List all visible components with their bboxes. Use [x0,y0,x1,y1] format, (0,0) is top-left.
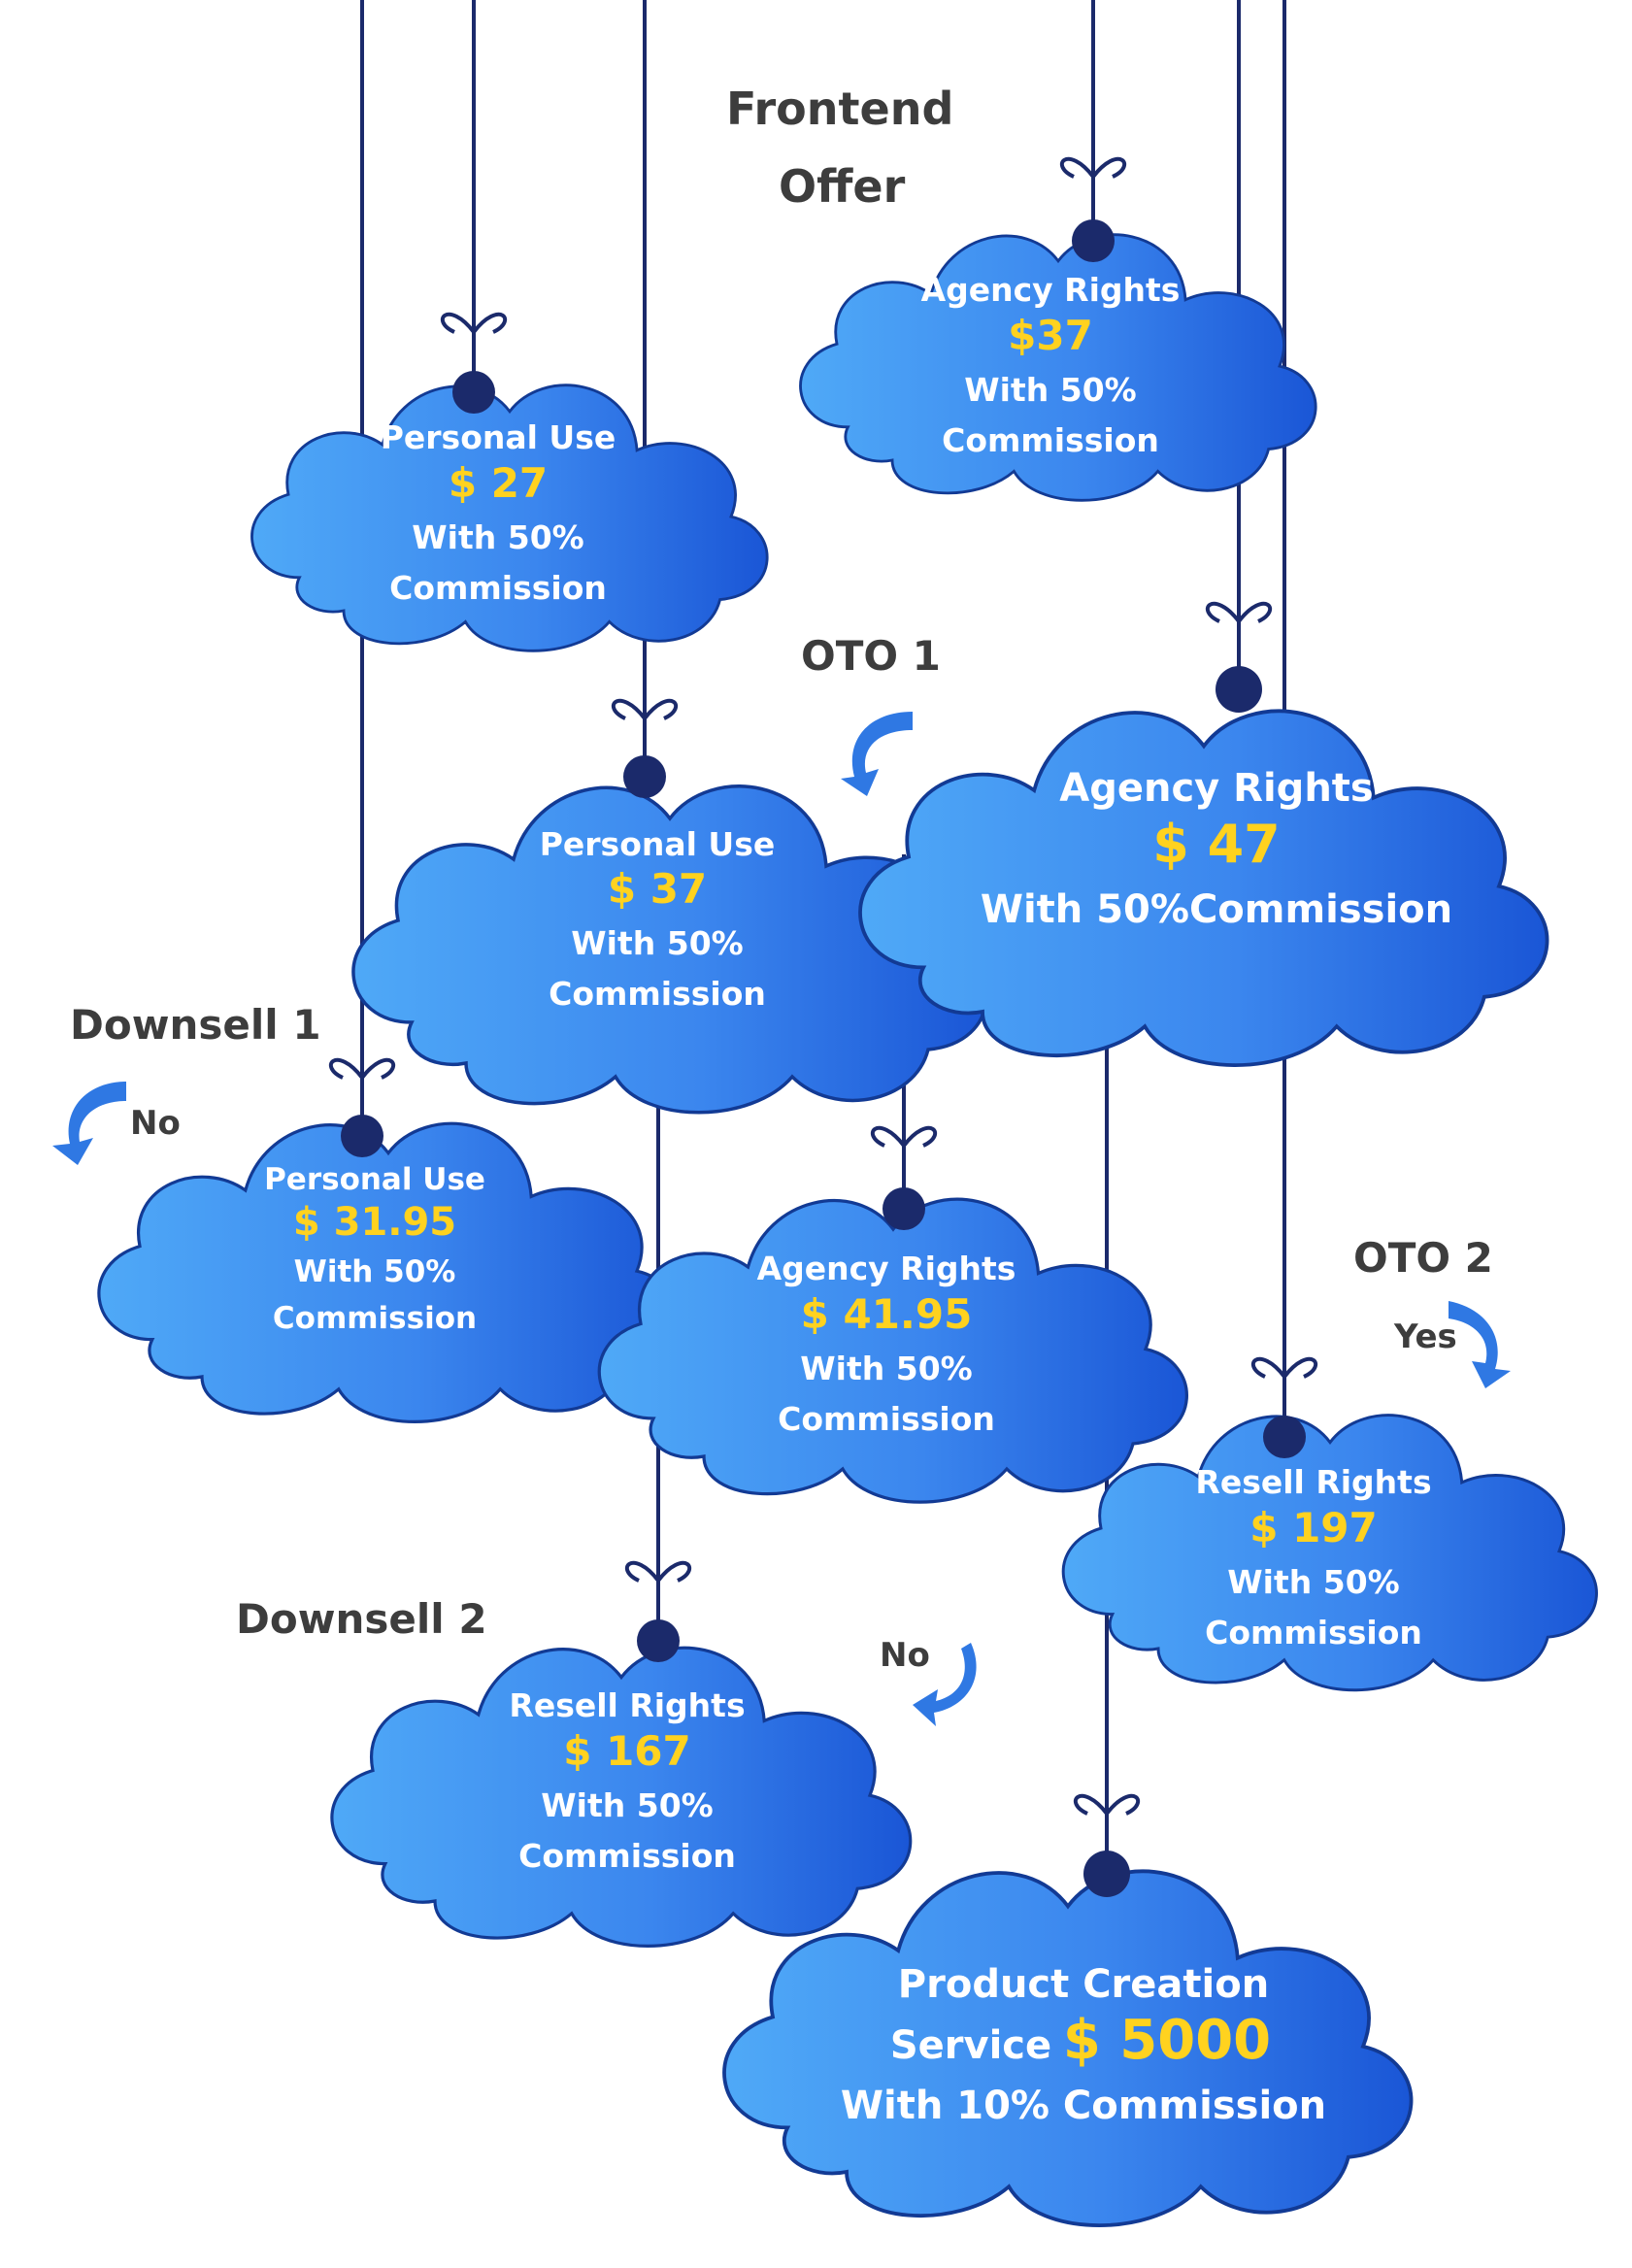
cloud-line2: Commission [273,1301,477,1336]
hook-icon [1072,219,1115,262]
label-downsell1-no: No [130,1104,181,1143]
cloud-line1: With 50% [294,1254,456,1289]
cloud-price: $ 47 [1152,814,1281,875]
label-frontend-line1: Frontend [726,83,953,135]
cloud-line1: With 10% Commission [841,2084,1326,2128]
cloud-downsell1-agency: Agency Rights $ 41.95 With 50% Commissio… [597,1125,1189,1504]
cloud-line2: Commission [389,569,607,607]
label-oto1: OTO 1 [801,632,941,680]
cloud-price: $ 197 [1249,1504,1378,1551]
cloud-price: $ 5000 [1063,2009,1271,2072]
bow-icon [1205,601,1273,623]
cloud-price: $ 27 [449,459,548,507]
cloud-line2: Commission [518,1837,736,1875]
label-oto2-yes: Yes [1393,1317,1457,1356]
cloud-line1: With 50% [571,924,743,962]
hook-icon [1263,1416,1306,1458]
cloud-line1: With 50%Commission [981,887,1452,932]
bow-icon [1073,1793,1141,1816]
cloud-frontend-personal: Personal Use $ 27 With 50% Commission [250,312,769,652]
bow-icon [1059,156,1127,179]
cloud-oto2-resell: Resell Rights $ 197 With 50% Commission [1061,1356,1599,1692]
cloud-line2: Commission [549,975,766,1013]
hook-icon [1216,666,1262,713]
label-oto2: OTO 2 [1353,1234,1493,1282]
cloud-line1: With 50% [541,1786,713,1824]
cloud-title: Resell Rights [1195,1463,1431,1501]
bow-icon [624,1560,692,1583]
cloud-title: Resell Rights [509,1686,745,1724]
label-downsell2: Downsell 2 [236,1595,487,1643]
hook-icon [637,1619,680,1662]
cloud-downsell2-resell: Resell Rights $ 167 With 50% Commission [330,1560,913,1949]
bow-icon [440,312,508,334]
cloud-line1: With 50% [412,518,583,556]
cloud-price: $ 37 [608,865,707,913]
label-downsell1: Downsell 1 [70,1001,321,1049]
label-downsell2-no: No [880,1636,930,1675]
label-frontend-line2: Offer [779,160,906,213]
cloud-title: Personal Use [540,825,776,863]
cloud-title: Personal Use [264,1162,485,1197]
bow-icon [870,1125,938,1148]
cloud-line1: With 50% [1227,1563,1399,1601]
hook-icon [452,371,495,414]
arrow-oto1-icon [841,712,913,796]
cloud-title: Product Creation [898,1962,1269,2007]
hook-icon [623,755,666,798]
arrow-downsell1-icon [52,1082,126,1165]
cloud-title: Personal Use [381,418,616,456]
cloud-frontend-agency: Agency Rights $37 With 50% Commission [798,156,1317,502]
cloud-oto1-agency: Agency Rights $ 47 With 50%Commission [860,601,1548,1065]
cloud-price: $37 [1008,312,1093,359]
cloud-title-prefix: Service [890,2023,1051,2068]
cloud-line1: With 50% [964,371,1136,409]
arrow-oto2-icon [1449,1301,1511,1388]
cloud-line2: Commission [1205,1614,1422,1651]
cloud-title: Agency Rights [1059,766,1373,811]
cloud-line1: With 50% [800,1350,972,1387]
cloud-price: $ 41.95 [801,1290,973,1338]
bow-icon [1250,1356,1318,1379]
bow-icon [611,698,679,720]
cloud-product-service: Product Creation Service $ 5000 With 10%… [724,1793,1412,2225]
arrow-downsell2-icon [913,1643,977,1726]
cloud-title: Agency Rights [921,271,1181,309]
cloud-downsell1-personal: Personal Use $ 31.95 With 50% Commission [97,1057,680,1424]
cloud-title: Agency Rights [757,1250,1016,1287]
hook-icon [1083,1851,1130,1897]
cloud-price: $ 31.95 [293,1200,456,1245]
cloud-line2: Commission [778,1400,995,1438]
cloud-price: $ 167 [563,1727,691,1775]
hook-icon [883,1187,925,1230]
cloud-oto1-personal: Personal Use $ 37 With 50% Commission [351,698,988,1115]
hook-icon [341,1115,383,1157]
bow-icon [328,1057,396,1080]
cloud-line2: Commission [942,421,1159,459]
